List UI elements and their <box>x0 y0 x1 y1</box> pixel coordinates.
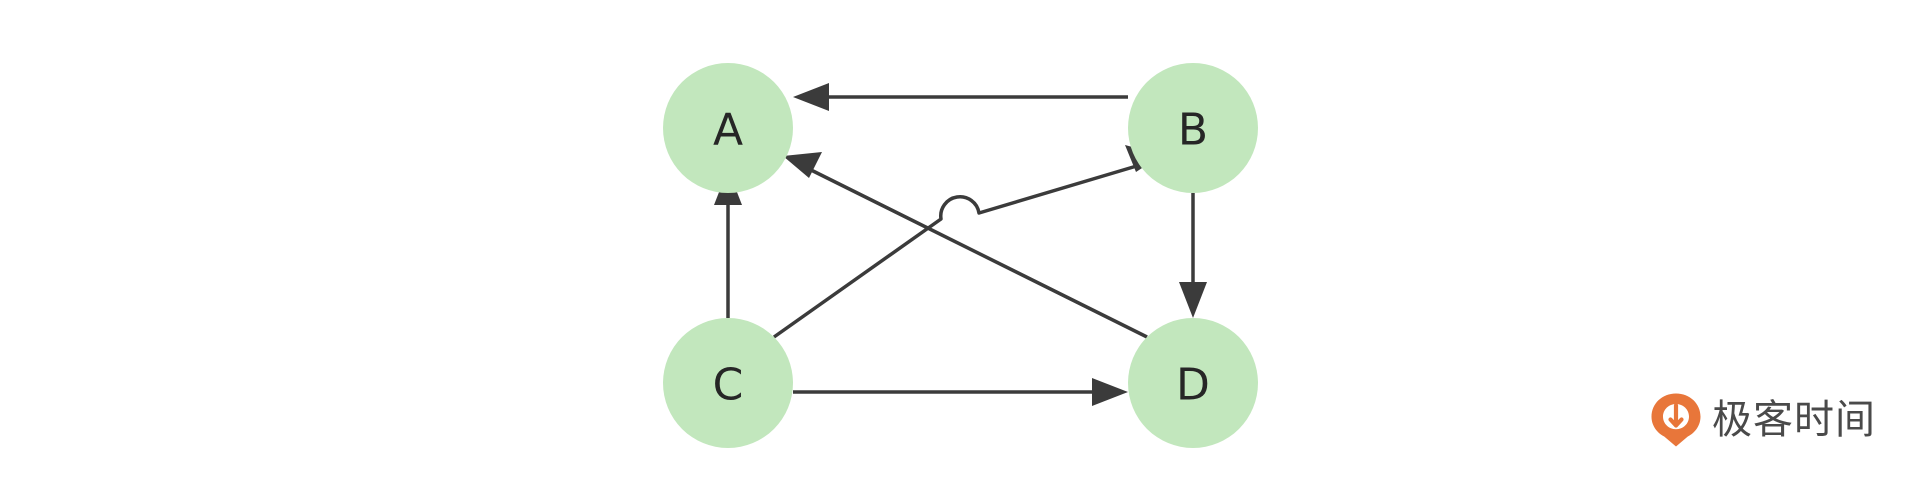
node-d-label: D <box>1176 360 1210 411</box>
node-c[interactable]: C <box>663 318 793 448</box>
edge-b-to-d[interactable] <box>1179 193 1207 318</box>
node-layer: A B C D <box>663 63 1258 448</box>
node-b[interactable]: B <box>1128 63 1258 193</box>
edge-d-to-a-arrowhead <box>783 152 822 178</box>
node-d[interactable]: D <box>1128 318 1258 448</box>
edge-b-to-a-arrowhead <box>793 83 829 111</box>
geektime-logo-text: 极客时间 <box>1712 397 1876 443</box>
edge-c-to-b-path <box>772 163 1141 339</box>
edge-b-to-d-arrowhead <box>1179 282 1207 318</box>
edge-d-to-a-line <box>804 165 1148 339</box>
edge-c-to-b[interactable] <box>772 145 1162 339</box>
edge-d-to-a[interactable] <box>783 152 1148 339</box>
node-a-label: A <box>713 105 743 156</box>
geektime-pin-logo-icon <box>1651 393 1701 447</box>
edge-c-to-d[interactable] <box>793 378 1128 406</box>
node-c-circle <box>663 318 793 448</box>
node-a[interactable]: A <box>663 63 793 193</box>
node-b-label: B <box>1178 105 1208 156</box>
edge-c-to-d-arrowhead <box>1092 378 1128 406</box>
edge-b-to-a[interactable] <box>793 83 1128 111</box>
geektime-logo: 极客时间 <box>1650 392 1876 448</box>
node-d-circle <box>1128 318 1258 448</box>
node-c-label: C <box>713 360 744 411</box>
node-b-circle <box>1128 63 1258 193</box>
node-a-circle <box>663 63 793 193</box>
